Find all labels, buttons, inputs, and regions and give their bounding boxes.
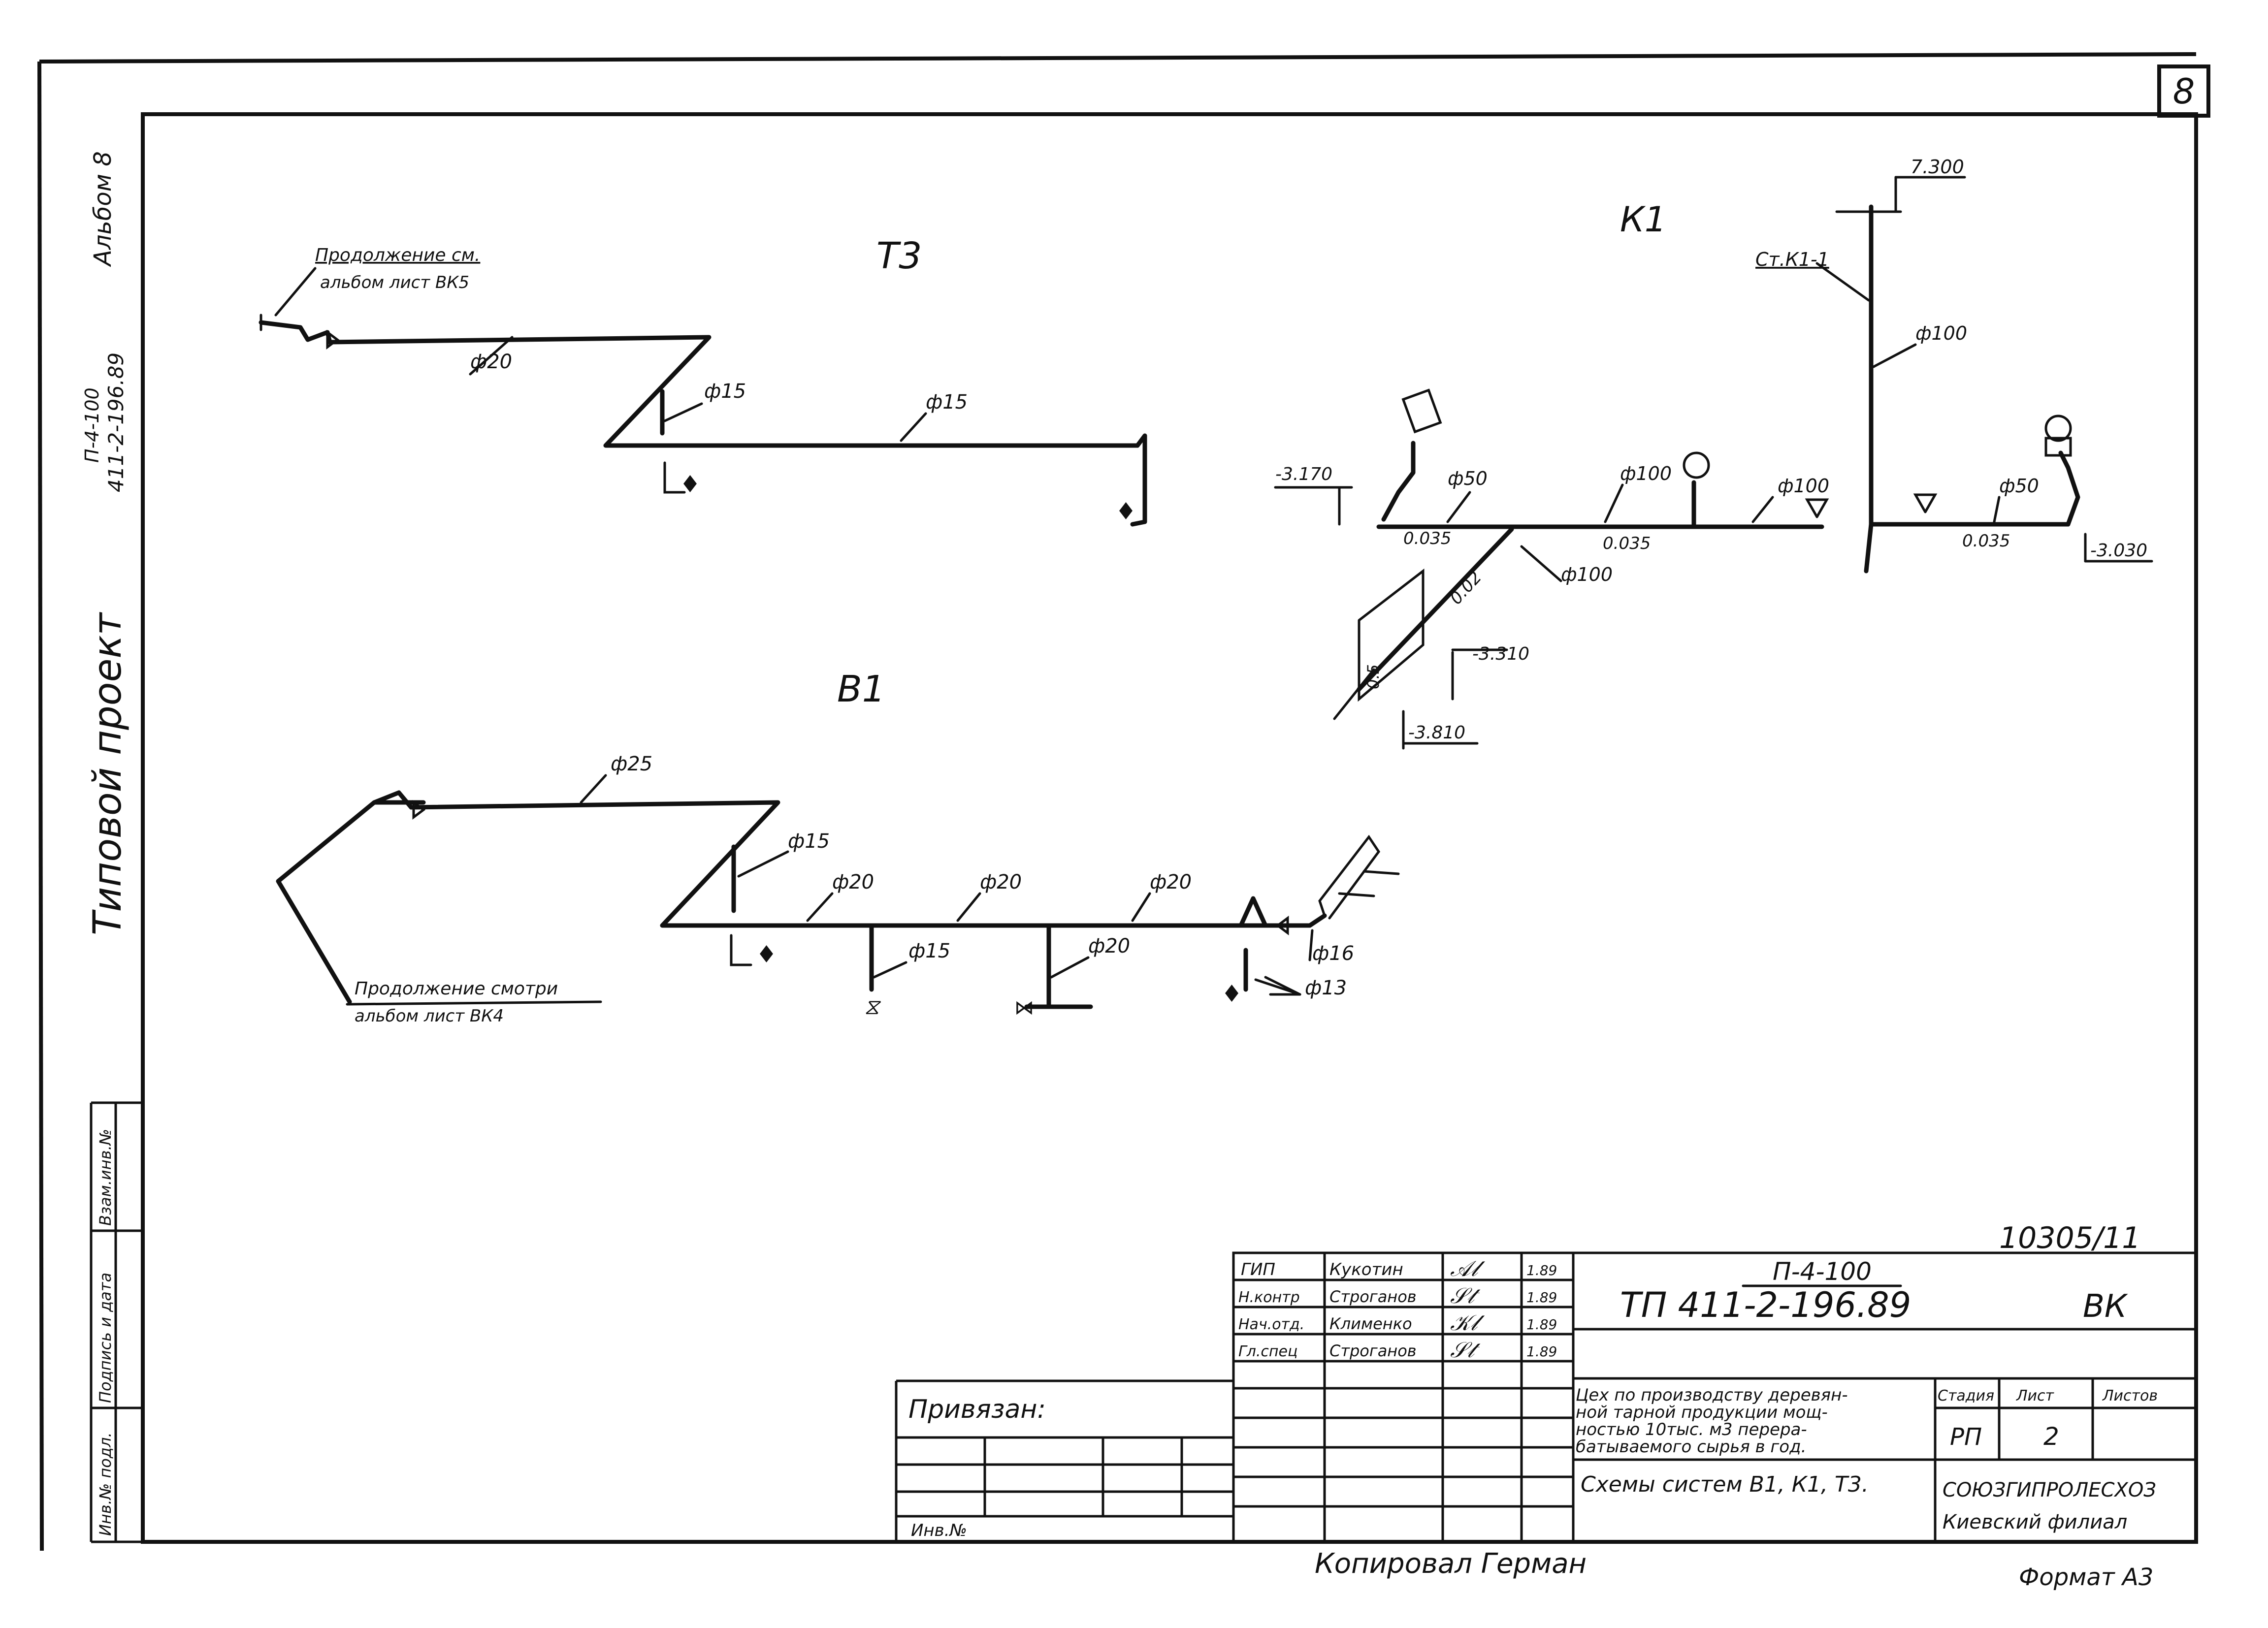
k1-small-value: 0.5: [1364, 664, 1383, 689]
signature-2: 𝒮𝓉: [1450, 1283, 1481, 1309]
name-4: Строганов: [1329, 1341, 1417, 1360]
format-label: Формат А3: [2019, 1564, 2153, 1591]
project-code-top: П-4-100: [81, 387, 103, 463]
name-3: Клименко: [1329, 1314, 1412, 1333]
project-code-bottom: 411-2-196.89: [104, 352, 128, 492]
title-block: [895, 1251, 2198, 1543]
k1-mark-1: -3.170: [1275, 464, 1332, 484]
b1-label-d20-a: ф20: [832, 871, 874, 894]
k1-slope-3: 0.035: [1962, 531, 2010, 551]
k1-riser-diameter: ф100: [1915, 322, 1967, 344]
t3-label-d15-b: ф15: [926, 391, 968, 414]
t3-valve-glyph: ♦: [680, 471, 701, 498]
stage-value: РП: [1950, 1423, 1982, 1451]
bound-label: Привязан:: [908, 1395, 1046, 1424]
copied-by: Копировал Герман: [1315, 1548, 1587, 1580]
doc-mark: ВК: [2083, 1288, 2128, 1325]
stamp-cell-signature: Подпись и дата: [96, 1273, 115, 1403]
b1-label-d13: ф13: [1305, 977, 1347, 999]
scheme-t3: Т3 Продолжение см. альбом лист ВК5 ♦ ♦ ф…: [259, 235, 1147, 527]
name-1: Кукотин: [1329, 1260, 1403, 1279]
b1-valve-glyph-4: ♦: [1221, 980, 1242, 1008]
album-label: Альбом 8: [89, 151, 117, 267]
k1-slope-4: 0.02: [1446, 568, 1486, 608]
signature-3: 𝒦𝓁: [1450, 1310, 1485, 1336]
k1-mark-3: -3.810: [1408, 723, 1465, 743]
t3-note-line2: альбом лист ВК5: [320, 273, 469, 292]
sheet-title: Схемы систем В1, К1, Т3.: [1581, 1472, 1869, 1497]
k1-mark-2: -3.310: [1472, 644, 1529, 664]
sheet-label: Лист: [2016, 1387, 2055, 1405]
code-top: П-4-100: [1773, 1257, 1872, 1286]
role-3: Нач.отд.: [1238, 1316, 1304, 1333]
b1-label-d16: ф16: [1312, 942, 1354, 965]
k1-diameter-4: ф100: [1561, 564, 1613, 585]
k1-mark-4: -3.030: [2090, 541, 2147, 561]
object-text: Цех по производству деревян- ной тарной …: [1576, 1385, 1853, 1457]
signature-1: 𝒜𝓁: [1450, 1256, 1486, 1281]
role-2: Н.контр: [1238, 1289, 1300, 1306]
k1-diameter-2: ф100: [1620, 463, 1672, 484]
k1-diameter-1: ф50: [1448, 468, 1488, 489]
name-2: Строганов: [1329, 1287, 1417, 1306]
t3-label-d15-a: ф15: [704, 380, 746, 403]
sheet-value: 2: [2043, 1422, 2059, 1451]
org-line2: Киевский филиал: [1943, 1511, 2127, 1533]
project-label: Типовой проект: [86, 611, 130, 935]
doc-number: 10305/11: [1999, 1221, 2140, 1255]
b1-label-d20-b: ф20: [980, 871, 1022, 894]
b1-label-d20-d: ф20: [1088, 935, 1130, 958]
stage-label: Стадия: [1938, 1387, 1994, 1405]
k1-diameter-3: ф100: [1778, 475, 1829, 497]
t3-title: Т3: [876, 235, 922, 277]
t3-end-glyph: ♦: [1115, 498, 1136, 525]
t3-label-d20: ф20: [470, 351, 512, 373]
b1-label-d15-b: ф15: [908, 940, 950, 962]
org-line1: СОЮЗГИПРОЛЕСХОЗ: [1943, 1479, 2156, 1501]
inv-label: Инв.№: [911, 1521, 967, 1540]
date-4: 1.89: [1526, 1343, 1557, 1360]
b1-label-d20-c: ф20: [1150, 871, 1192, 894]
stamp-cell-inv: Инв.№ подл.: [96, 1432, 115, 1536]
sheet-number: 8: [2173, 71, 2195, 112]
date-1: 1.89: [1526, 1262, 1557, 1278]
k1-top-mark: 7.300: [1911, 156, 1964, 178]
k1-title: К1: [1620, 199, 1666, 240]
role-4: Гл.спец: [1238, 1343, 1297, 1360]
b1-title: В1: [837, 668, 885, 710]
sheets-label: Листов: [2102, 1387, 2158, 1405]
t3-note-line1: Продолжение см.: [315, 245, 480, 265]
scheme-k1: К1 7.300 Ст.К1-1 ф100 -3.170 -3.310 -: [1274, 156, 2153, 750]
scheme-b1: В1 ♦ ⧖ ⋈ ♦ ф25 ф15 ф20 ф20 ф20 ф15 ф20: [276, 668, 1400, 1026]
b1-note-line1: Продолжение смотри: [355, 979, 558, 999]
k1-riser-label: Ст.К1-1: [1755, 249, 1829, 270]
k1-diameter-5: ф50: [1999, 475, 2039, 497]
b1-valve-glyph-1: ♦: [756, 941, 777, 968]
k1-slope-2: 0.035: [1603, 534, 1651, 553]
role-1: ГИП: [1241, 1260, 1275, 1279]
b1-label-d15-a: ф15: [788, 830, 830, 853]
b1-valve-glyph-3: ⋈: [1014, 996, 1034, 1019]
b1-note-line2: альбом лист ВК4: [355, 1006, 504, 1026]
k1-slope-1: 0.035: [1403, 529, 1451, 548]
date-3: 1.89: [1526, 1316, 1557, 1333]
stamp-cell-replace: Взам.инв.№: [96, 1129, 115, 1226]
b1-valve-glyph-2: ⧖: [864, 994, 881, 1020]
b1-label-d25: ф25: [611, 753, 652, 775]
date-2: 1.89: [1526, 1289, 1557, 1306]
code-main: ТП 411-2-196.89: [1620, 1285, 1911, 1325]
signature-4: 𝒮𝓉: [1450, 1338, 1481, 1363]
side-strip: [90, 1101, 143, 1543]
